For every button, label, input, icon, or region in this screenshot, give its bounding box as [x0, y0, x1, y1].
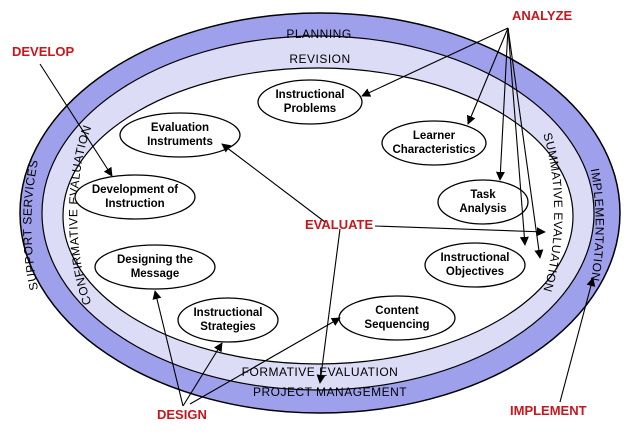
- arrow-evaluate-to-objectives: [374, 225, 546, 237]
- node-instructional-problems: Instructional Problems: [257, 79, 363, 125]
- arrow-evaluate-to-instruments: [221, 143, 326, 223]
- ring-label-implementation: IMPLEMENTATION: [588, 167, 607, 282]
- arrow-develop-to-development: [39, 63, 113, 177]
- arrow-analyze-to-learner: [466, 27, 509, 125]
- arrow-analyze-to-objectives-2: [507, 27, 529, 246]
- svg-text:Learner: Learner: [413, 130, 456, 142]
- phase-label-design: DESIGN: [157, 407, 207, 422]
- svg-text:Designing the: Designing the: [117, 254, 193, 266]
- arrow-analyze-to-task: [495, 27, 509, 181]
- phase-label-evaluate: EVALUATE: [305, 217, 373, 232]
- svg-text:Instructional: Instructional: [275, 89, 344, 101]
- svg-text:Instruction: Instruction: [105, 198, 164, 210]
- node-task-analysis: Task Analysis: [437, 179, 529, 225]
- svg-text:Task: Task: [470, 189, 496, 201]
- phase-label-develop: DEVELOP: [12, 44, 74, 59]
- arrow-design-to-sequencing: [189, 317, 341, 405]
- node-instructional-strategies: Instructional Strategies: [177, 297, 279, 343]
- svg-text:Instructional: Instructional: [193, 307, 262, 319]
- svg-text:Content: Content: [375, 305, 419, 317]
- svg-text:Instruments: Instruments: [147, 136, 213, 148]
- ring-label-revision: REVISION: [289, 52, 350, 66]
- svg-text:Strategies: Strategies: [200, 321, 256, 333]
- svg-text:Problems: Problems: [284, 103, 336, 115]
- arrows: [39, 27, 596, 407]
- node-content-sequencing: Content Sequencing: [338, 295, 456, 341]
- svg-text:Evaluation: Evaluation: [151, 122, 209, 134]
- arrow-evaluate-to-formative: [316, 228, 341, 384]
- arrow-analyze-to-problems: [361, 27, 509, 97]
- node-designing-the-message: Designing the Message: [94, 244, 216, 290]
- phase-label-analyze: ANALYZE: [512, 8, 573, 23]
- arrow-design-to-strategies: [182, 342, 223, 407]
- svg-text:Objectives: Objectives: [446, 266, 504, 278]
- svg-text:Characteristics: Characteristics: [392, 144, 475, 156]
- ring-label-project-management: PROJECT MANAGEMENT: [253, 385, 407, 399]
- arrow-analyze-to-objectives: [507, 27, 544, 259]
- ring-label-planning: PLANNING: [286, 27, 351, 41]
- svg-text:Sequencing: Sequencing: [364, 319, 429, 331]
- node-instructional-objectives: Instructional Objectives: [424, 242, 526, 288]
- svg-text:Development of: Development of: [92, 184, 178, 196]
- node-development-of-instruction: Development of Instruction: [74, 174, 196, 220]
- node-evaluation-instruments: Evaluation Instruments: [119, 112, 241, 158]
- arrow-implement-to-ring: [559, 277, 596, 403]
- node-learner-characteristics: Learner Characteristics: [381, 120, 487, 166]
- arrow-design-to-message: [152, 290, 184, 407]
- phase-label-implement: IMPLEMENT: [510, 403, 587, 418]
- svg-text:Instructional: Instructional: [440, 252, 509, 264]
- svg-text:Message: Message: [131, 268, 180, 280]
- ring-label-support-services: SUPPORT SERVICES: [20, 158, 41, 291]
- svg-text:Analysis: Analysis: [459, 203, 506, 215]
- ring-label-formative-evaluation: FORMATIVE EVALUATION: [242, 365, 399, 379]
